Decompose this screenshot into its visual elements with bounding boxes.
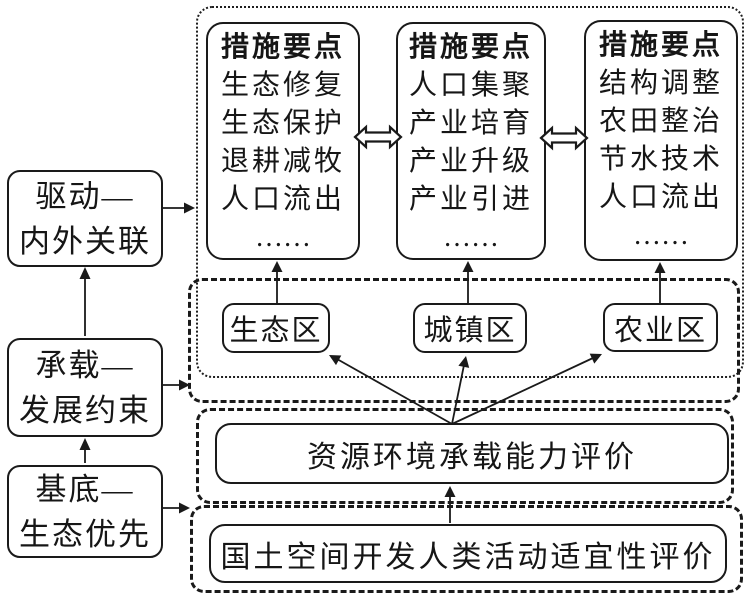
measure-item: 结构调整: [598, 68, 723, 99]
arrow-bearing-to-zones: [163, 379, 190, 391]
zone-label: 农业区: [613, 314, 707, 347]
principle-line: 发展约束: [19, 392, 151, 428]
measure-title: 措施要点: [408, 32, 533, 63]
measure-item: 产业培育: [408, 108, 533, 139]
measure-item: 退耕减牧: [220, 146, 345, 177]
measure-ellipsis: ……: [443, 222, 499, 253]
principle-line: 驱动—: [35, 178, 135, 214]
measure-item: 人口流出: [598, 182, 723, 213]
evaluation-box-capacity: 资源环境承载能力评价: [215, 423, 729, 484]
measure-box-urban: 措施要点 人口集聚 产业培育 产业升级 产业引进 ……: [396, 22, 546, 260]
measure-item: 产业引进: [408, 184, 533, 215]
principle-line: 生态优先: [19, 516, 151, 552]
arrow-base-to-bearing: [79, 438, 91, 463]
zone-box-town: 城镇区: [413, 303, 527, 353]
principle-box-bearing: 承载— 发展约束: [7, 338, 163, 437]
measure-item: 人口流出: [220, 184, 345, 215]
zone-box-ecological: 生态区: [222, 303, 330, 353]
dashed-suitability-container: [190, 505, 743, 593]
principle-line: 基底—: [35, 471, 135, 507]
measure-item: 生态保护: [220, 108, 345, 139]
measure-box-agricultural: 措施要点 结构调整 农田整治 节水技术 人口流出 ……: [584, 20, 738, 261]
arrow-bearing-to-driving: [79, 267, 91, 336]
arrow-base-to-suitability: [163, 502, 190, 514]
measure-item: 人口集聚: [408, 70, 533, 101]
measure-item: 农田整治: [598, 106, 723, 137]
principle-box-base: 基底— 生态优先: [7, 465, 163, 558]
principle-line: 内外关联: [19, 223, 151, 259]
principle-line: 承载—: [35, 347, 135, 383]
measure-ellipsis: ……: [633, 220, 689, 251]
measure-item: 产业升级: [408, 146, 533, 177]
measure-item: 节水技术: [598, 144, 723, 175]
measure-ellipsis: ……: [255, 222, 311, 253]
evaluation-box-suitability: 国土空间开发人类活动适宜性评价: [209, 524, 727, 583]
evaluation-label: 资源环境承载能力评价: [307, 440, 637, 474]
zone-box-agricultural: 农业区: [603, 303, 718, 352]
measure-title: 措施要点: [220, 32, 345, 63]
measure-title: 措施要点: [598, 30, 723, 61]
principle-box-driving: 驱动— 内外关联: [7, 170, 163, 267]
measure-item: 生态修复: [220, 70, 345, 101]
zone-label: 生态区: [229, 315, 323, 347]
zone-label: 城镇区: [423, 315, 517, 347]
arrow-driving-to-measures: [163, 202, 195, 214]
evaluation-label: 国土空间开发人类活动适宜性评价: [220, 540, 716, 574]
measure-box-ecological: 措施要点 生态修复 生态保护 退耕减牧 人口流出 ……: [206, 22, 360, 260]
